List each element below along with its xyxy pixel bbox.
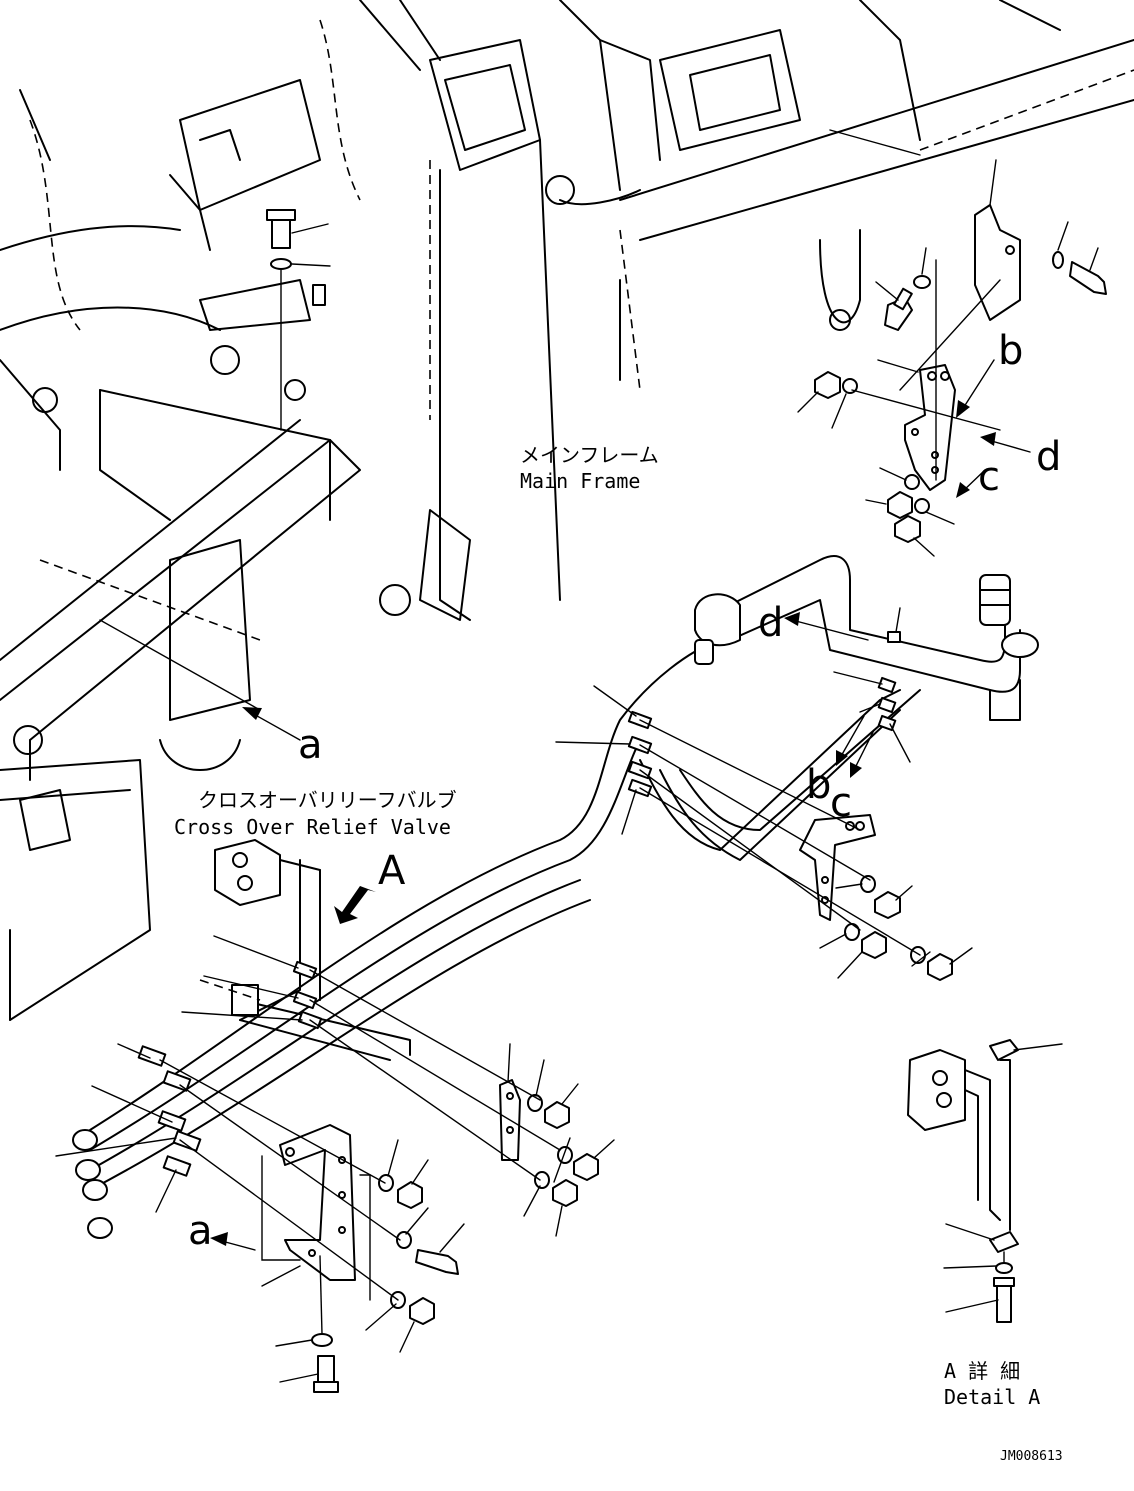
fasteners (311, 251, 1107, 1393)
ref-a-upper: a (298, 722, 323, 768)
detail-a-drawing (907, 1039, 1063, 1323)
detail-label-jp: A 詳 細 (944, 1359, 1020, 1383)
main-frame-label-en: Main Frame (520, 469, 640, 493)
drawing-number: JM008613 (1000, 1449, 1063, 1464)
view-arrow-label: A (378, 848, 406, 894)
hydraulic-piping (72, 555, 1039, 1239)
frame-leader-lines (99, 223, 331, 711)
ref-b-lower: b (806, 762, 831, 808)
leader-lines (55, 129, 1099, 1383)
relief-valve-label-jp: クロスオーバリリーフバルブ (198, 788, 457, 812)
main-frame-drawing (0, 0, 1134, 781)
detail-label-en: Detail A (944, 1385, 1040, 1409)
reference-arrows (210, 359, 1031, 1251)
ref-c-lower: c (830, 780, 852, 826)
lower-frame-drawing (0, 725, 151, 1021)
ref-d-lower: d (758, 600, 783, 646)
ref-a-lower: a (188, 1208, 213, 1254)
ref-d-upper: d (1036, 434, 1061, 480)
main-frame-label-jp: メインフレーム (520, 443, 659, 467)
text-labels: メインフレーム Main Frame クロスオーバリリーフバルブ Cross O… (174, 328, 1063, 1464)
ref-c-upper: c (978, 454, 1000, 500)
relief-valve-label-en: Cross Over Relief Valve (174, 815, 451, 839)
ref-b-upper: b (998, 328, 1023, 374)
